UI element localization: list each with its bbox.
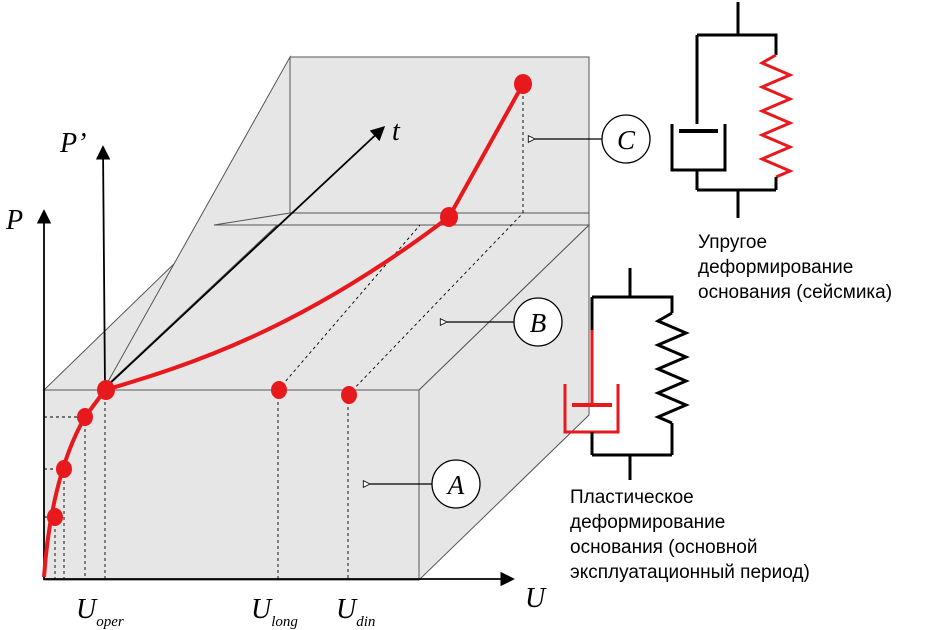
plastic-model-caption: Пластическое деформирование основания (о… — [570, 487, 810, 583]
t-axis-label: t — [392, 116, 401, 147]
t-axis — [104, 126, 386, 389]
u-din-label: Udin — [336, 594, 375, 630]
load-deformation-curve — [42, 83, 525, 578]
elastic-model-caption: Упругое деформирование основания (сейсми… — [698, 232, 892, 303]
p-prime-axis-label: P’ — [59, 128, 86, 159]
u-oper-label: Uoper — [76, 594, 124, 630]
curve-point — [271, 381, 287, 399]
curve-point — [514, 74, 532, 94]
zone-a-callout: A — [370, 459, 481, 509]
box-face-front — [43, 389, 420, 581]
elastic-model-schematic — [670, 2, 794, 218]
guide-lines — [44, 84, 524, 579]
curve-point — [440, 207, 458, 227]
spring-icon — [758, 53, 794, 179]
u-axis-label: U — [525, 583, 547, 614]
zone-a-label: A — [446, 470, 465, 500]
plastic-model-schematic — [563, 268, 690, 480]
curve-point — [341, 386, 357, 404]
curve-point — [56, 460, 72, 478]
curve-points — [47, 74, 532, 526]
u-long-label: Ulong — [251, 594, 298, 630]
p-axis-label: P — [5, 205, 23, 236]
box-tower-right — [289, 56, 590, 214]
zone-b-callout: B — [447, 297, 563, 347]
spring-icon — [654, 311, 690, 425]
curve-point — [77, 408, 93, 426]
zone-c-label: C — [617, 125, 636, 155]
zone-b-label: B — [530, 308, 547, 338]
box-3d — [42, 55, 591, 582]
curve-point — [97, 380, 115, 400]
p-prime-axis — [95, 145, 111, 389]
zone-c-callout: C — [535, 114, 651, 164]
curve-point — [47, 508, 63, 526]
